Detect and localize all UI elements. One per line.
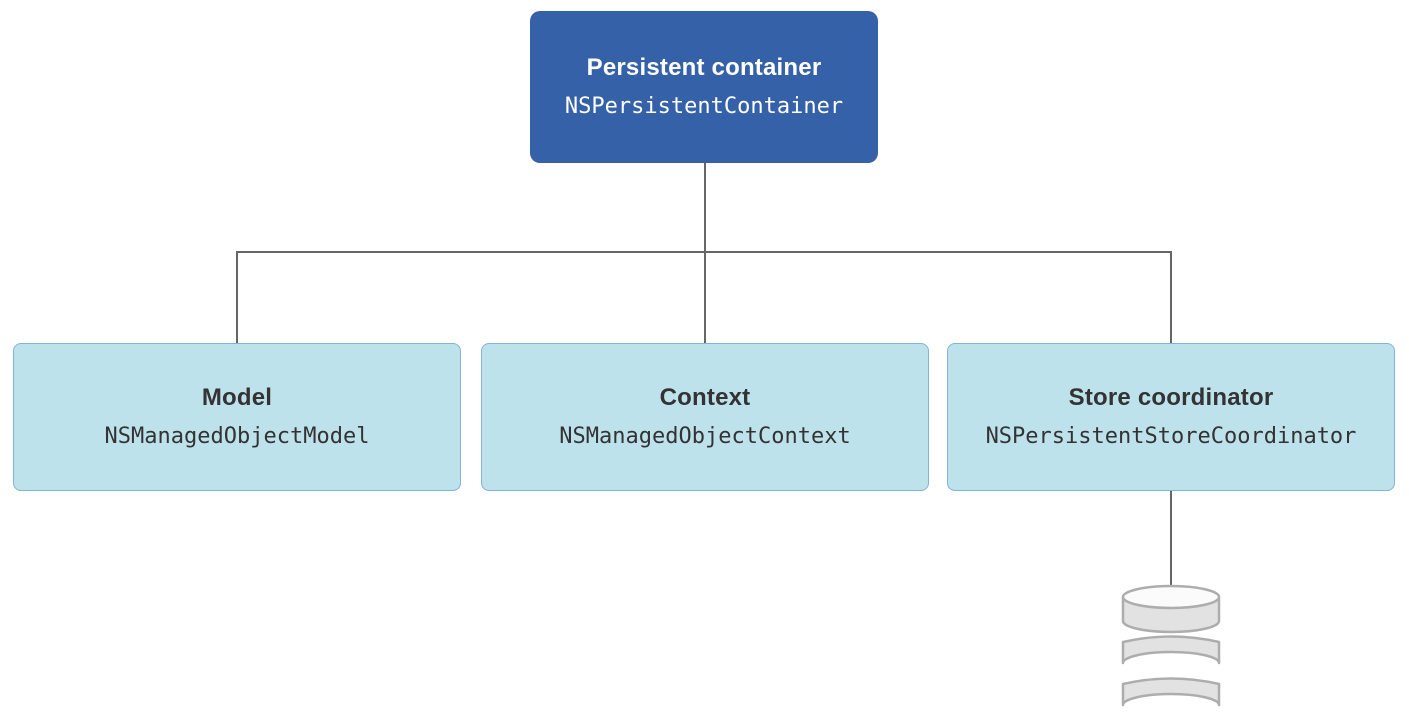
node-title: Context [659, 384, 751, 411]
node-store-coordinator: Store coordinator NSPersistentStoreCoord… [947, 343, 1395, 491]
connector-bus-to-model [236, 251, 238, 343]
node-class-name: NSManagedObjectContext [559, 424, 851, 449]
node-title: Persistent container [586, 54, 822, 81]
connector-bus-to-store [1170, 251, 1172, 343]
node-title: Model [201, 384, 273, 411]
connector-store-to-database [1170, 491, 1172, 585]
node-persistent-container: Persistent container NSPersistentContain… [530, 11, 878, 163]
connector-root-to-context [704, 163, 706, 343]
node-model: Model NSManagedObjectModel [13, 343, 461, 491]
database-icon [1121, 584, 1221, 707]
node-class-name: NSPersistentContainer [564, 94, 844, 119]
node-context: Context NSManagedObjectContext [481, 343, 929, 491]
node-title: Store coordinator [1068, 384, 1274, 411]
node-class-name: NSManagedObjectModel [104, 424, 370, 449]
connector-horizontal-bus [236, 251, 1172, 253]
node-class-name: NSPersistentStoreCoordinator [985, 424, 1357, 449]
